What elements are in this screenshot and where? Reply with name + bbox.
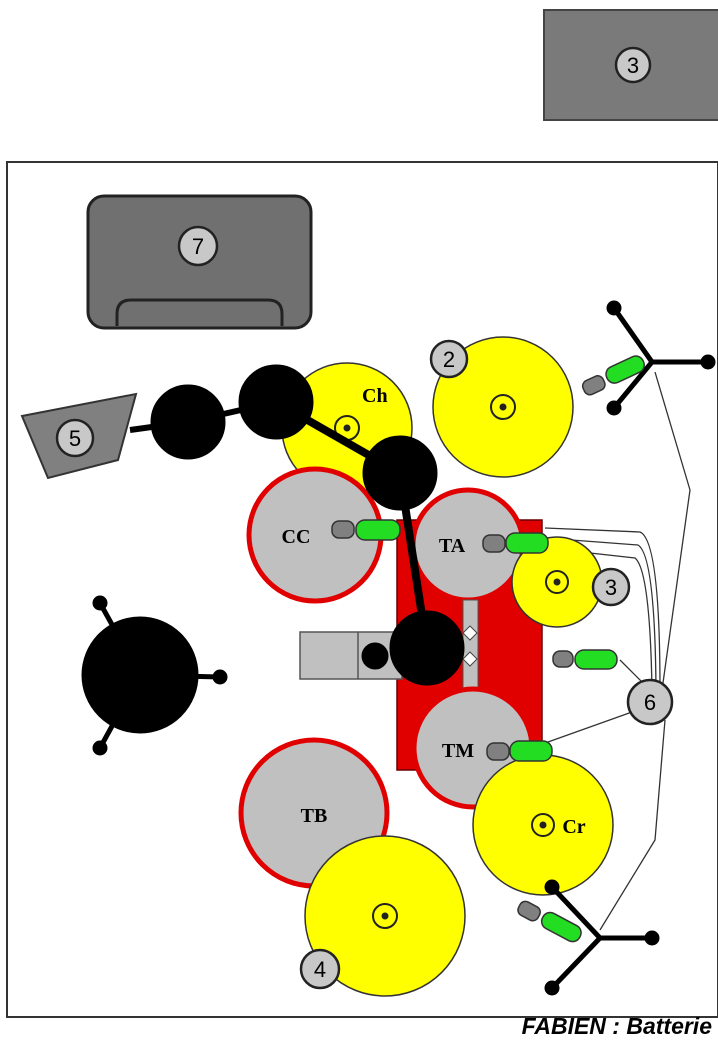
label-cr: Cr — [562, 816, 585, 838]
tripod-bottom — [544, 879, 660, 996]
label-cc: CC — [282, 526, 311, 548]
cymbal-4: 4 — [299, 835, 466, 997]
callout-3-top: 3 — [627, 53, 639, 78]
throne-stand — [81, 595, 228, 756]
label-gc: GC — [493, 653, 523, 675]
block-3-top: 3 — [543, 9, 718, 121]
label-tm: TM — [442, 740, 474, 762]
callout-4: 4 — [314, 957, 326, 982]
sensors — [331, 355, 645, 943]
cymbal-3: 3 — [511, 536, 631, 628]
gc-column — [462, 599, 479, 691]
diagram-caption: FABIEN : Batterie — [522, 1013, 713, 1039]
label-ch: Ch — [362, 385, 388, 407]
callout-6: 6 — [644, 690, 656, 715]
label-ta: TA — [439, 535, 466, 557]
callout-5: 5 — [69, 426, 81, 451]
pedal-5: 5 — [20, 392, 138, 480]
callout-7: 7 — [192, 234, 204, 259]
callout-2: 2 — [443, 347, 455, 372]
cable-chain — [129, 364, 465, 686]
cymbal-2: 2 — [429, 336, 574, 478]
block-7: 7 — [86, 194, 313, 330]
tripod-top — [606, 300, 716, 416]
callout-6-group: 6 — [626, 678, 674, 726]
cymbal-cr: Cr — [472, 754, 614, 896]
callout-3-right: 3 — [605, 575, 617, 600]
label-tb: TB — [301, 805, 328, 827]
